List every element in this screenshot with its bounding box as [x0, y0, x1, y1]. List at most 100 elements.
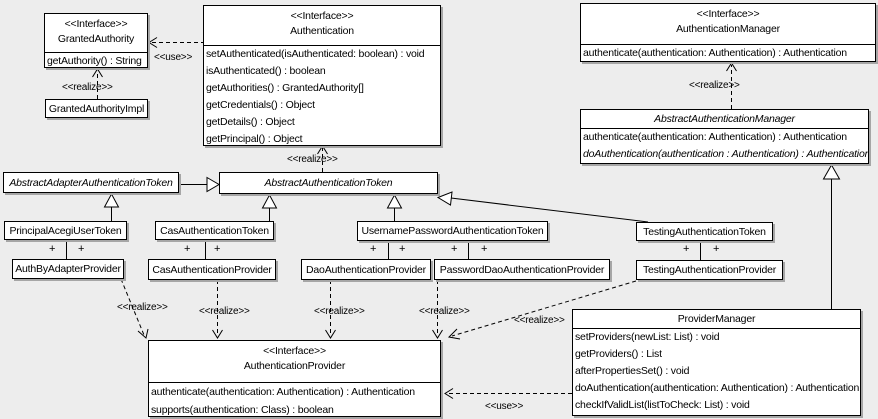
edge-realize-abstracttoken-authentication: [317, 145, 328, 172]
class-abstract-adapter-authentication-token[interactable]: AbstractAdapterAuthenticationToken: [3, 172, 179, 193]
class-name: PasswordDaoAuthenticationProvider: [439, 263, 605, 276]
class-testing-authentication-provider[interactable]: TestingAuthenticationProvider: [636, 260, 783, 280]
class-header: <<Interface>> AuthenticationManager: [581, 4, 875, 45]
edge-use-authentication-grantedauthority: [148, 37, 205, 48]
class-authentication-manager[interactable]: <<Interface>> AuthenticationManager auth…: [580, 3, 876, 62]
operation: supports(authentication: Class) : boolea…: [151, 404, 334, 416]
realize-label: <<realize>>: [314, 306, 365, 317]
operation: authenticate(authentication: Authenticat…: [151, 386, 415, 398]
edge-realize-passworddaoprovider-authenticationprovider: [432, 280, 443, 339]
edge-realize-casprovider-authenticationprovider: [212, 280, 223, 339]
multiplicity-label: +: [713, 243, 720, 255]
operation: afterPropertiesSet() : void: [575, 365, 690, 377]
class-header: ProviderManager: [573, 310, 860, 329]
class-cas-authentication-token[interactable]: CasAuthenticationToken: [155, 221, 274, 240]
class-abstract-authentication-manager[interactable]: AbstractAuthenticationManager authentica…: [580, 109, 869, 164]
edge-gen-providermanager-abstractauthenticationmanager: [822, 163, 841, 309]
class-name: ProviderManager: [677, 313, 756, 325]
class-name: DaoAuthenticationProvider: [306, 263, 426, 276]
class-testing-authentication-token[interactable]: TestingAuthenticationToken: [636, 222, 773, 241]
class-name: AuthenticationProvider: [243, 360, 346, 372]
edge-gen-usernamepasswordtoken-abstracttoken: [386, 193, 403, 221]
edge-realize-grantedauthorityimpl-grantedauthority: [92, 68, 103, 99]
use-label: <<use>>: [485, 401, 524, 412]
multiplicity-label: +: [78, 243, 85, 255]
class-cas-authentication-provider[interactable]: CasAuthenticationProvider: [148, 259, 276, 280]
stereotype-label: <<Interface>>: [263, 345, 326, 357]
operation: getPrincipal() : Object: [206, 133, 303, 145]
operation: getCredentials() : Object: [206, 99, 315, 111]
edge-gen-testingtoken-abstracttoken: [436, 191, 649, 223]
multiplicity-label: +: [49, 243, 56, 255]
class-dao-authentication-provider[interactable]: DaoAuthenticationProvider: [301, 259, 431, 280]
operation: getDetails() : Object: [206, 116, 295, 128]
class-name: GrantedAuthorityImpl: [48, 102, 145, 115]
class-auth-by-adapter-provider[interactable]: AuthByAdapterProvider: [12, 259, 124, 279]
class-header: <<Interface>> AuthenticationProvider: [149, 341, 440, 383]
class-name: Authentication: [290, 25, 354, 37]
operations: authenticate(authentication: Authenticat…: [581, 45, 875, 61]
edge-gen-castoken-abstracttoken: [261, 193, 278, 221]
class-name: AuthenticationManager: [676, 23, 780, 35]
operations: authenticate(authentication: Authenticat…: [149, 383, 440, 416]
operations: authenticate(authentication: Authenticat…: [581, 129, 868, 163]
class-name: CasAuthenticationProvider: [152, 263, 272, 276]
class-name: UsernamePasswordAuthenticationToken: [361, 225, 544, 237]
class-name: AbstractAuthenticationManager: [654, 113, 795, 125]
class-name: CasAuthenticationToken: [160, 224, 269, 237]
class-granted-authority[interactable]: <<Interface>> GrantedAuthority getAuthor…: [44, 13, 148, 68]
operation: doAuthentication(authentication : Authen…: [583, 148, 868, 160]
use-label: <<use>>: [154, 52, 193, 63]
operation: setAuthenticated(isAuthenticated: boolea…: [206, 48, 425, 60]
multiplicity-label: +: [214, 243, 221, 255]
edge-realize-authbyadapterprovider-authenticationprovider: [120, 278, 149, 339]
class-header: AbstractAuthenticationManager: [581, 110, 868, 129]
operation: getProviders() : List: [575, 348, 662, 360]
class-header: <<Interface>> GrantedAuthority: [45, 14, 147, 53]
class-username-password-authentication-token[interactable]: UsernamePasswordAuthenticationToken: [357, 221, 548, 241]
operations: setProviders(newList: List) : void getPr…: [573, 329, 860, 414]
multiplicity-label: +: [451, 243, 458, 255]
operation: authenticate(authentication: Authenticat…: [583, 131, 847, 143]
class-name: AuthByAdapterProvider: [15, 263, 121, 275]
edge-realize-abstractauthmanager-authenticationmanager: [726, 62, 737, 109]
operation: doAuthentication(authentication: Authent…: [575, 382, 860, 394]
class-granted-authority-impl[interactable]: GrantedAuthorityImpl: [45, 99, 148, 118]
operation: getAuthorities() : GrantedAuthority[]: [206, 82, 364, 94]
class-abstract-authentication-token[interactable]: AbstractAuthenticationToken: [219, 172, 438, 194]
edge-gen-principalacegiusertoken-abstractadaptertoken: [103, 192, 120, 221]
multiplicity-label: +: [683, 243, 690, 255]
class-name: GrantedAuthority: [57, 33, 135, 45]
realize-label: <<realize>>: [62, 82, 113, 93]
class-principal-acegi-user-token[interactable]: PrincipalAcegiUserToken: [4, 221, 127, 240]
operation: setProviders(newList: List) : void: [575, 331, 720, 343]
multiplicity-label: +: [399, 243, 406, 255]
class-authentication-provider[interactable]: <<Interface>> AuthenticationProvider aut…: [148, 340, 441, 417]
edge-realize-daoprovider-authenticationprovider: [325, 280, 336, 339]
operation: getAuthority() : String: [47, 55, 142, 67]
operations: getAuthority() : String: [45, 53, 147, 67]
realize-label: <<realize>>: [419, 306, 470, 317]
class-name: AbstractAuthenticationToken: [264, 177, 393, 189]
realize-label: <<realize>>: [514, 315, 565, 326]
edge-use-providermanager-authenticationprovider: [444, 388, 572, 399]
class-header: <<Interface>> Authentication: [204, 6, 440, 46]
class-name: TestingAuthenticationProvider: [642, 264, 777, 276]
class-name: PrincipalAcegiUserToken: [9, 224, 122, 237]
realize-label: <<realize>>: [287, 154, 338, 165]
stereotype-label: <<Interface>>: [290, 10, 354, 22]
class-name: TestingAuthenticationToken: [643, 225, 766, 238]
edge-gen-abstractadaptertoken-abstracttoken: [179, 176, 220, 193]
operations: setAuthenticated(isAuthenticated: boolea…: [204, 46, 440, 145]
multiplicity-label: +: [481, 243, 488, 255]
multiplicity-label: +: [370, 243, 377, 255]
class-name: AbstractAdapterAuthenticationToken: [9, 176, 173, 189]
stereotype-label: <<Interface>>: [64, 18, 128, 30]
multiplicity-label: +: [184, 243, 191, 255]
edge-realize-testingprovider-authenticationprovider: [447, 280, 637, 340]
class-password-dao-authentication-provider[interactable]: PasswordDaoAuthenticationProvider: [434, 259, 610, 280]
class-provider-manager[interactable]: ProviderManager setProviders(newList: Li…: [572, 309, 861, 416]
class-authentication[interactable]: <<Interface>> Authentication setAuthenti…: [203, 5, 441, 146]
